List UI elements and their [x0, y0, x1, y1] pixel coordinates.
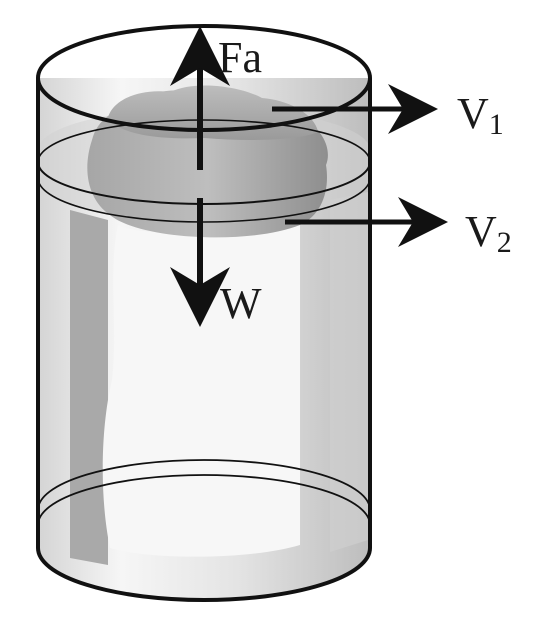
water-surface-front: [37, 161, 371, 205]
glass-bottom: [36, 547, 372, 602]
v2-label-main: V: [465, 207, 497, 256]
glass-shadow-strip: [70, 210, 108, 565]
weight-label: W: [220, 279, 262, 328]
v1-label-main: V: [457, 89, 489, 138]
glass-right-shade: [330, 192, 368, 552]
water-surface-back: [37, 119, 371, 163]
v2-label-sub: 2: [497, 226, 512, 259]
submerged-ice: [102, 218, 300, 557]
bottom-ring-1: [37, 459, 371, 511]
buoyancy-label: Fa: [218, 33, 262, 82]
bottom-ring-2: [37, 474, 371, 526]
v1-label: V1: [457, 89, 504, 141]
v1-label-sub: 1: [489, 108, 504, 141]
v2-label: V2: [465, 207, 512, 259]
water-surface-inner: [37, 177, 371, 223]
